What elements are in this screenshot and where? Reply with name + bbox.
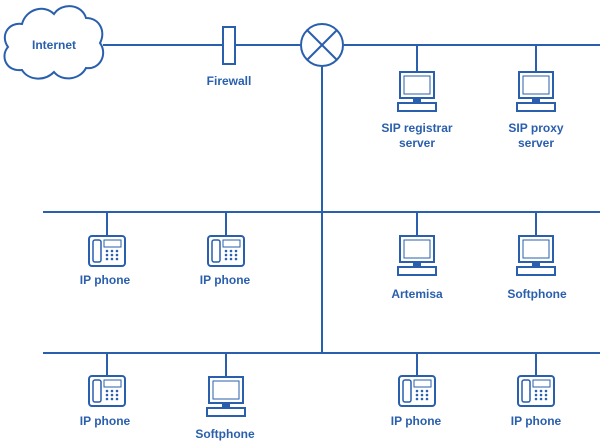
sip-proxy-label: SIP proxy server bbox=[508, 121, 563, 151]
firewall-icon bbox=[222, 26, 236, 65]
artemisa-label: Artemisa bbox=[391, 287, 443, 301]
lan1-ip-phone-2-icon bbox=[207, 235, 245, 267]
sip-proxy-label-line2: server bbox=[517, 136, 555, 150]
lan2-ip-phone-2-label: IP phone bbox=[390, 414, 442, 428]
lan2-ip-phone-1-label: IP phone bbox=[79, 414, 131, 428]
lan1-softphone-label: Softphone bbox=[507, 287, 567, 301]
lan2-ip-phone-3-label: IP phone bbox=[510, 414, 562, 428]
lan2-softphone-computer-icon bbox=[206, 376, 246, 417]
router-icon bbox=[300, 23, 344, 67]
lan1-softphone-computer-icon bbox=[516, 235, 556, 276]
sip-registrar-label: SIP registrar server bbox=[381, 121, 452, 151]
lan2-ip-phone-2-icon bbox=[398, 375, 436, 407]
lan1-ip-phone-1-label: IP phone bbox=[79, 273, 131, 287]
sip-proxy-label-line1: SIP proxy bbox=[508, 121, 564, 135]
artemisa-computer-icon bbox=[397, 235, 437, 276]
sip-registrar-label-line1: SIP registrar bbox=[381, 121, 453, 135]
sip-registrar-computer-icon bbox=[397, 71, 437, 112]
internet-label: Internet bbox=[31, 38, 77, 52]
lan2-softphone-label: Softphone bbox=[195, 427, 255, 441]
sip-registrar-label-line2: server bbox=[398, 136, 436, 150]
lan1-ip-phone-2-label: IP phone bbox=[199, 273, 251, 287]
lan1-ip-phone-1-icon bbox=[88, 235, 126, 267]
firewall-label: Firewall bbox=[206, 74, 252, 88]
lan2-ip-phone-1-icon bbox=[88, 375, 126, 407]
sip-proxy-computer-icon bbox=[516, 71, 556, 112]
lan2-ip-phone-3-icon bbox=[517, 375, 555, 407]
cloud-icon bbox=[3, 5, 105, 80]
connection-lines bbox=[43, 44, 600, 377]
